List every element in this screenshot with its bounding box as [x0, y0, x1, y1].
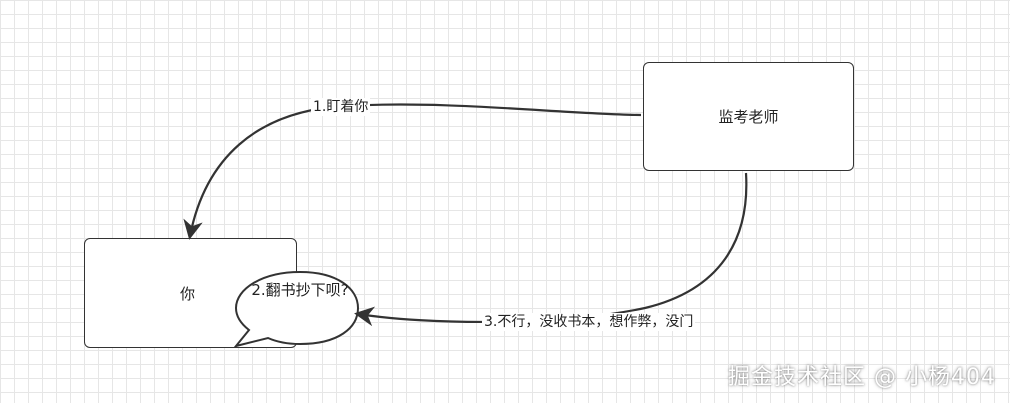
teacher-label: 监考老师	[718, 108, 779, 126]
speech-bubble	[233, 270, 360, 348]
you-label: 你	[180, 285, 196, 303]
edge-watch-you	[183, 103, 642, 240]
teacher-node: 监考老师	[643, 62, 854, 171]
edge-confiscate	[354, 172, 748, 327]
watermark: 掘金技术社区 @ 小杨404	[728, 365, 996, 390]
bubble-label: 2.翻书抄下呗?	[251, 281, 349, 299]
edge-label-confiscate: 3.不行，没收书本，想作弊，没门	[482, 313, 696, 331]
edge-label-watch: 1.盯着你	[311, 98, 371, 116]
